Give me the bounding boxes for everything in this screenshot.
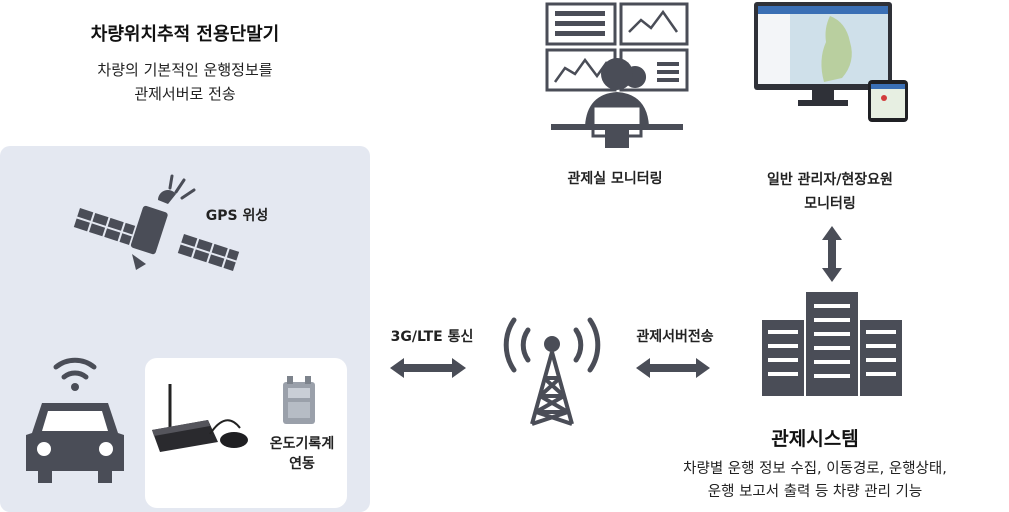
car-icon: [26, 357, 124, 483]
thermo-label-line1: 온도기록계: [269, 436, 335, 452]
device-title: 차량위치추적 전용단말기: [90, 24, 280, 45]
control-room-label: 관제실 모니터링: [567, 171, 663, 187]
network-label: 3G/LTE 통신: [390, 329, 474, 345]
thermo-label: 온도기록계 연동: [262, 434, 342, 474]
double-arrow-icon: [636, 358, 710, 378]
control-room-icon: [545, 2, 689, 148]
thermo-label-line2: 연동: [289, 456, 315, 472]
cell-tower-icon: [503, 317, 601, 426]
device-description: 차량의 기본적인 운행정보를 관제서버로 전송: [30, 58, 340, 106]
gps-label: GPS 위성: [205, 208, 269, 224]
system-desc-line2: 운행 보고서 출력 등 차량 관리 기능: [707, 484, 923, 500]
system-desc-line1: 차량별 운행 정보 수집, 이동경로, 운행상태,: [683, 461, 947, 477]
system-description: 차량별 운행 정보 수집, 이동경로, 운행상태, 운행 보고서 출력 등 차량…: [610, 458, 1009, 504]
manager-label: 일반 관리자/현장요원 모니터링: [740, 168, 920, 216]
server-rack-icon: [762, 292, 902, 396]
manager-label-line1: 일반 관리자/현장요원: [767, 172, 893, 188]
desktop-map-monitor-icon: [754, 2, 908, 122]
server-transfer-label: 관제서버전송: [636, 329, 714, 345]
tracker-device-icon: [152, 384, 248, 452]
thermo-recorder-icon: [283, 376, 315, 424]
system-title: 관제시스템: [771, 428, 859, 450]
device-desc-line1: 차량의 기본적인 운행정보를: [97, 61, 273, 79]
double-arrow-icon: [390, 358, 466, 378]
vertical-double-arrow-icon: [822, 226, 842, 282]
satellite-icon: [73, 174, 240, 271]
manager-label-line2: 모니터링: [804, 196, 856, 212]
device-desc-line2: 관제서버로 전송: [134, 85, 236, 103]
